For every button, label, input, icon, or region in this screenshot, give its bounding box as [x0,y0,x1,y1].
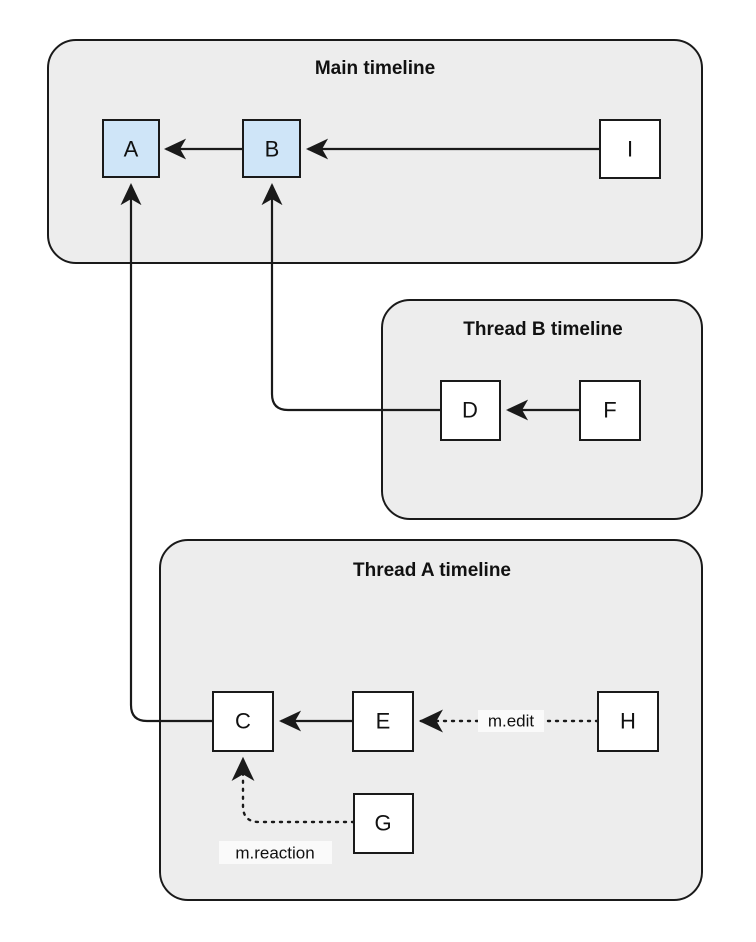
edge-label-m-reaction-bg [219,841,332,864]
node-i[interactable]: I [599,119,661,179]
node-f-label: F [603,398,616,423]
node-d-label: D [462,398,478,423]
container-main-timeline: Main timeline [47,39,703,264]
container-thread-a-timeline-title: Thread A timeline [353,560,511,581]
node-e-rect[interactable] [352,691,414,752]
edge-g-to-c [231,756,356,824]
node-a[interactable]: A [102,119,160,178]
node-b-label: B [265,137,280,162]
node-d[interactable]: D [440,380,501,441]
node-g[interactable]: G [353,793,414,854]
node-e[interactable]: E [352,691,414,752]
node-f[interactable]: F [579,380,641,441]
node-h-rect[interactable] [597,691,659,752]
node-h-label: H [620,709,636,734]
node-b-rect[interactable] [242,119,301,178]
node-g-rect[interactable] [353,793,414,854]
node-h[interactable]: H [597,691,659,752]
node-d-rect[interactable] [440,380,501,441]
container-thread-b-timeline-title: Thread B timeline [463,319,622,340]
edge-c-to-a [120,182,213,723]
node-a-label: A [124,137,139,162]
edge-label-m-edit: m.edit [478,710,544,732]
node-c-rect[interactable] [212,691,274,752]
container-main-timeline-rect [47,39,703,264]
node-a-rect[interactable] [102,119,160,178]
node-g-label: G [374,811,391,836]
edge-label-m-edit-text: m.edit [488,712,535,731]
node-i-label: I [627,137,633,162]
edge-d-to-b [261,182,441,412]
edge-label-m-reaction-text: m.reaction [235,844,314,863]
node-c-label: C [235,709,251,734]
node-e-label: E [376,709,391,734]
node-b[interactable]: B [242,119,301,178]
node-i-rect[interactable] [599,119,661,179]
edge-label-m-edit-bg [478,710,544,732]
edge-label-m-reaction: m.reaction [219,841,332,864]
node-c[interactable]: C [212,691,274,752]
node-f-rect[interactable] [579,380,641,441]
container-main-timeline-title: Main timeline [315,58,435,79]
